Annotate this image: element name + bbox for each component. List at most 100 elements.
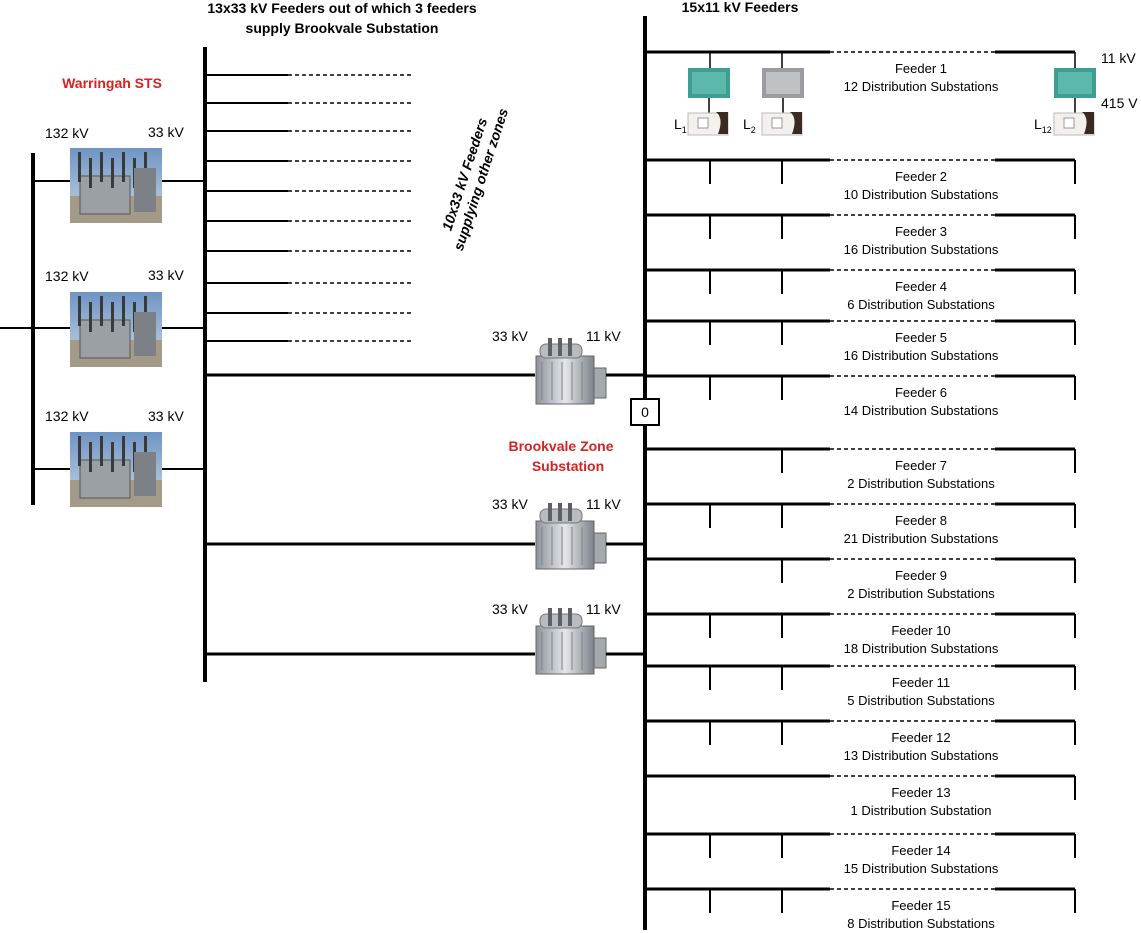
feeder-10-substations-count: 18 Distribution Substations	[843, 641, 999, 656]
warringah-tx-photo-bushing	[144, 152, 147, 182]
warringah-tx-photo-bushing	[89, 442, 92, 472]
brookvale-tx-bushing	[548, 338, 552, 356]
dist-sub-lv-label: 415 V	[1101, 95, 1138, 111]
load-socket	[697, 117, 709, 129]
brookvale-transformer-1-icon	[535, 338, 607, 405]
feeders33-title-line2: supply Brookvale Substation	[245, 20, 439, 36]
feeder-10-label: Feeder 10 18 Distribution Substations	[811, 622, 1031, 658]
warringah-tx-photo-bushing	[111, 442, 114, 472]
warringah-tx2-lv-label: 33 kV	[148, 267, 184, 283]
warringah-tx-photo-bushing	[122, 436, 125, 466]
feeder-11-name: Feeder 11	[891, 675, 951, 690]
feeder-10-name: Feeder 10	[891, 623, 951, 638]
feeder-12-name: Feeder 12	[891, 730, 951, 745]
feeder-13-name: Feeder 13	[891, 785, 951, 800]
feeder-2-substations-count: 10 Distribution Substations	[843, 187, 999, 202]
brookvale-tx-tank	[535, 520, 595, 570]
warringah-tx-photo-bushing	[100, 152, 103, 182]
feeder-12-substations-count: 13 Distribution Substations	[843, 748, 999, 763]
brookvale-tx-radiator	[593, 367, 607, 399]
brookvale-tx-bushing	[568, 338, 572, 356]
brookvale-tx-radiator	[593, 637, 607, 669]
brookvale-tx-radiator	[593, 532, 607, 564]
feeder-3-name: Feeder 3	[894, 224, 948, 239]
warringah-tx-photo-radiator	[134, 168, 156, 212]
load-hand	[790, 112, 802, 134]
dist-tx-panel	[766, 72, 800, 94]
feeder-5-substations-count: 16 Distribution Substations	[843, 348, 999, 363]
feeder-9-name: Feeder 9	[894, 568, 948, 583]
brookvale-transformer-3-icon	[535, 608, 607, 675]
load-l12-sub: 12	[1041, 124, 1052, 135]
load-l2-label: L2	[743, 116, 756, 135]
bus-node-box: 0	[630, 398, 660, 426]
brookvale-tx-bushing	[568, 608, 572, 626]
warringah-transformer-2-icon	[70, 292, 162, 367]
load-2-icon	[761, 112, 803, 136]
brookvale-tx-bushing	[558, 503, 562, 521]
feeder-9-label: Feeder 9 2 Distribution Substations	[811, 567, 1031, 603]
warringah-tx-photo-tank	[79, 319, 131, 359]
brookvale-tx3-lv-label: 11 kV	[586, 601, 621, 617]
feeder-2-name: Feeder 2	[894, 169, 948, 184]
warringah-tx-photo-radiator	[134, 312, 156, 356]
warringah-tx-photo-tank	[79, 175, 131, 215]
feeder-1-name: Feeder 1	[894, 61, 948, 76]
brookvale-tx2-hv-label: 33 kV	[492, 496, 528, 512]
feeder-14-name: Feeder 14	[891, 843, 951, 858]
feeder-13-substations-count: 1 Distribution Substation	[850, 803, 992, 818]
load-l1-sub: 1	[681, 124, 687, 135]
load-l12-label: L12	[1034, 116, 1052, 135]
brookvale-tx1-lv-label: 11 kV	[586, 328, 621, 344]
feeder-5-label: Feeder 5 16 Distribution Substations	[811, 329, 1031, 365]
load-l12-base: L	[1034, 116, 1042, 132]
feeder-4-name: Feeder 4	[894, 279, 948, 294]
brookvale-transformer-2-icon	[535, 503, 607, 570]
feeder-1-substations-count: 12 Distribution Substations	[843, 79, 999, 94]
feeder-12-label: Feeder 12 13 Distribution Substations	[811, 729, 1031, 765]
warringah-transformer-3-icon	[70, 432, 162, 507]
load-l1-base: L	[674, 116, 682, 132]
warringah-tx3-hv-label: 132 kV	[45, 408, 89, 424]
feeder-4-label: Feeder 4 6 Distribution Substations	[811, 278, 1031, 314]
warringah-tx-photo-tank	[79, 459, 131, 499]
brookvale-tx-bushing	[568, 503, 572, 521]
load-hand	[716, 112, 728, 134]
feeder-2-label: Feeder 2 10 Distribution Substations	[811, 168, 1031, 204]
load-l1-label: L1	[674, 116, 687, 135]
feeder-13-label: Feeder 13 1 Distribution Substation	[811, 784, 1031, 820]
warringah-tx-photo-bushing	[78, 296, 81, 326]
warringah-tx3-lv-label: 33 kV	[148, 408, 184, 424]
brookvale-tx-bushing	[558, 608, 562, 626]
brookvale-tx-tank	[535, 625, 595, 675]
feeder-5-name: Feeder 5	[894, 330, 948, 345]
feeder-14-label: Feeder 14 15 Distribution Substations	[811, 842, 1031, 878]
feeder-6-name: Feeder 6	[894, 385, 948, 400]
feeder-7-substations-count: 2 Distribution Substations	[847, 476, 995, 491]
warringah-tx-photo-bushing	[100, 296, 103, 326]
warringah-tx-photo-radiator	[134, 452, 156, 496]
feeder-7-name: Feeder 7	[894, 458, 948, 473]
dist-sub-hv-label: 11 kV	[1101, 50, 1136, 66]
feeder-1-label: Feeder 1 12 Distribution Substations	[811, 60, 1031, 96]
feeder-14-substations-count: 15 Distribution Substations	[843, 861, 999, 876]
brookvale-tx-bushing	[558, 338, 562, 356]
warringah-tx2-hv-label: 132 kV	[45, 268, 89, 284]
feeders11-title: 15x11 kV Feeders	[681, 0, 799, 15]
feeder-15-name: Feeder 15	[891, 898, 951, 913]
brookvale-tx-bushing	[548, 503, 552, 521]
feeder-11-substations-count: 5 Distribution Substations	[847, 693, 995, 708]
feeder-4-substations-count: 6 Distribution Substations	[847, 297, 995, 312]
load-3-icon	[1053, 112, 1095, 136]
brookvale-tx2-lv-label: 11 kV	[586, 496, 621, 512]
load-socket	[771, 117, 783, 129]
feeder-11-label: Feeder 11 5 Distribution Substations	[811, 674, 1031, 710]
warringah-tx-photo-bushing	[78, 152, 81, 182]
warringah-tx-photo-bushing	[144, 296, 147, 326]
feeder-9-substations-count: 2 Distribution Substations	[847, 586, 995, 601]
warringah-transformer-1-icon	[70, 148, 162, 223]
